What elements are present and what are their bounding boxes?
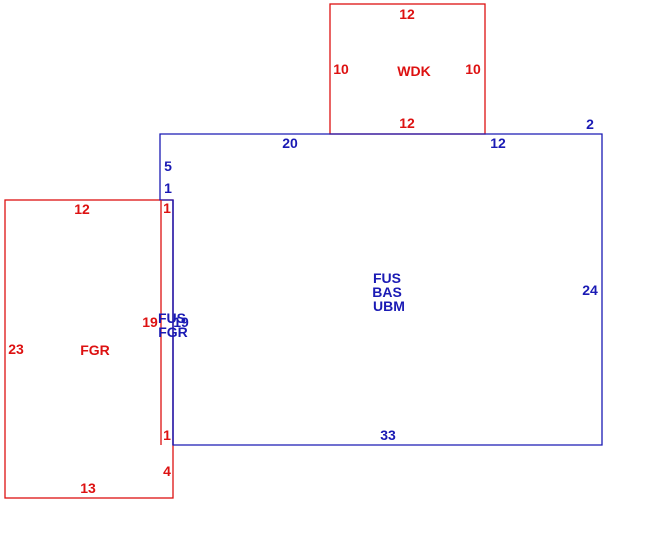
main-left-upper-dimension: 5 [164,158,172,174]
fgr-left-dimension: 23 [8,341,24,357]
main-top-left-dimension: 20 [282,135,298,151]
main-left-step-dimension: 1 [164,180,172,196]
fgr-label: FGR [80,342,110,358]
main-label-bas: BAS [372,284,402,300]
main-right-dimension: 24 [582,282,598,298]
fgr-right-lower-dimension: 4 [163,463,171,479]
wdk-bottom-dimension: 12 [399,115,415,131]
main-label-fus: FUS [373,270,401,286]
main-label-ubm: UBM [373,298,405,314]
fgr-top-dimension: 12 [74,201,90,217]
fgr-bottom-dimension: 13 [80,480,96,496]
shared-wall-dimension-blue: 19 [173,314,189,330]
shared-label-fgr: FGR [158,324,188,340]
fgr-right-top-dimension: 1 [163,200,171,216]
shared-label-fus: FUS [158,310,186,326]
shared-wall-dimension-red: 19 [142,314,158,330]
wdk-label: WDK [397,63,430,79]
main-bottom-dimension: 33 [380,427,396,443]
wdk-top-dimension: 12 [399,6,415,22]
fgr-right-bottom-dimension: 1 [163,427,171,443]
wdk-right-dimension: 10 [465,61,481,77]
main-corner-dimension: 2 [586,116,594,132]
main-top-right-dimension: 12 [490,135,506,151]
wdk-left-dimension: 10 [333,61,349,77]
